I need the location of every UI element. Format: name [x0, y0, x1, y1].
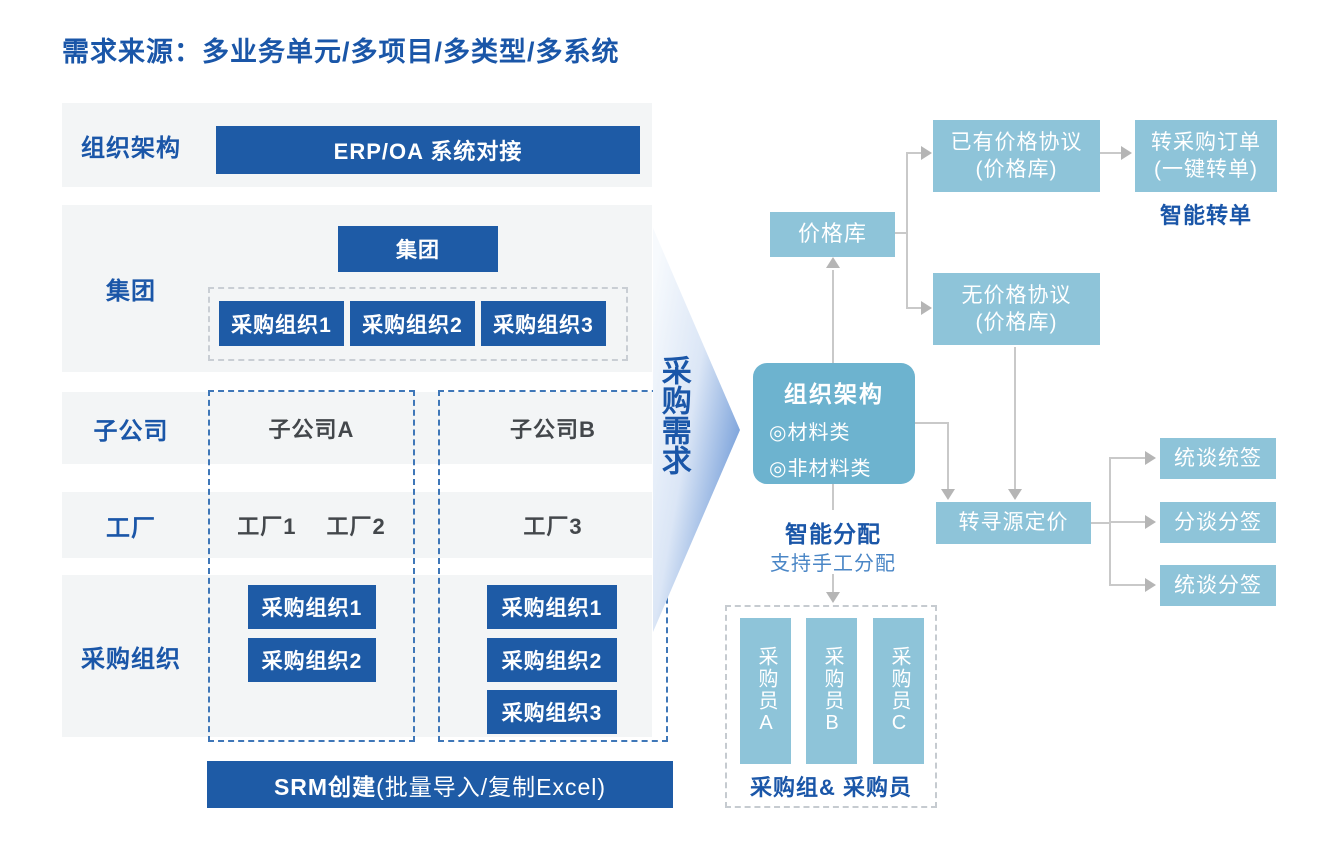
group-org-2: 采购组织2 — [350, 301, 475, 346]
subsidiary-a: 子公司A — [268, 417, 355, 442]
to-po-line2: (一键转单) — [1154, 158, 1258, 181]
group-org-3: 采购组织3 — [481, 301, 606, 346]
connector-org-assign-top — [832, 484, 834, 510]
factory-3: 工厂3 — [523, 514, 583, 539]
sign-mode-2-box: 分谈分签 — [1160, 502, 1276, 543]
sub-b-purchase-org-2: 采购组织2 — [487, 638, 617, 682]
connector-org-to-pricedb — [832, 270, 834, 365]
connector-org-down — [947, 422, 949, 489]
sign-mode-1-box: 统谈统签 — [1160, 438, 1276, 479]
srm-create-bar: SRM创建(批量导入/复制Excel) — [207, 761, 673, 808]
connector-sign-3 — [1109, 584, 1146, 586]
group-orgs-dashed-box — [208, 287, 628, 361]
row-label-org-structure: 组织架构 — [81, 134, 181, 162]
subsidiary-a-dashed-column — [208, 390, 415, 742]
arrowhead-noagree-sourcing — [1008, 489, 1022, 500]
sub-a-purchase-org-1: 采购组织1 — [248, 585, 376, 629]
connector-to-po — [1100, 152, 1122, 154]
row-subsidiary — [62, 392, 652, 464]
subsidiary-b-dashed-column — [438, 390, 668, 742]
to-po-box: 转采购订单 (一键转单) — [1135, 120, 1277, 192]
arrowhead-buyers — [826, 592, 840, 603]
arrowhead-sign-2 — [1145, 515, 1156, 529]
buyer-a-box: 采购员A — [740, 618, 791, 764]
connector-sourcing-out — [1091, 522, 1110, 524]
group-org-1: 采购组织1 — [219, 301, 344, 346]
page-title: 需求来源：多业务单元/多项目/多类型/多系统 — [62, 37, 620, 67]
no-agreement-box: 无价格协议 (价格库) — [933, 273, 1100, 345]
arrowhead-sign-1 — [1145, 451, 1156, 465]
row-label-subsidiary: 子公司 — [93, 417, 169, 445]
group-button: 集团 — [338, 226, 498, 272]
connector-sign-2 — [1109, 521, 1146, 523]
has-agreement-line1: 已有价格协议 — [950, 130, 1083, 154]
sub-a-purchase-org-2: 采购组织2 — [248, 638, 376, 682]
erp-oa-button: ERP/OA 系统对接 — [216, 126, 640, 174]
row-label-purchase-org: 采购组织 — [81, 645, 181, 673]
buyer-c-box: 采购员C — [873, 618, 924, 764]
arrowhead-sign-3 — [1145, 578, 1156, 592]
factory-2: 工厂2 — [326, 514, 386, 539]
demand-arrow-label: 采购需求 — [656, 355, 690, 475]
connector-org-right — [915, 422, 949, 424]
arrowhead-no-agreement — [921, 301, 932, 315]
sub-b-purchase-org-3: 采购组织3 — [487, 690, 617, 734]
manual-assign-label: 支持手工分配 — [770, 553, 896, 575]
smart-assign-label: 智能分配 — [785, 521, 881, 547]
org-structure-title: 组织架构 — [784, 381, 884, 407]
row-factory — [62, 492, 652, 558]
connector-sign-1 — [1109, 457, 1146, 459]
connector-branch-trunk — [906, 153, 908, 309]
factory-group-a: 工厂1 工厂2 — [208, 492, 415, 558]
connector-noagree-to-sourcing — [1014, 347, 1016, 489]
has-agreement-line2: (价格库) — [975, 158, 1058, 181]
srm-create-rest: (批量导入/复制Excel) — [376, 773, 607, 800]
arrowhead-to-po — [1121, 146, 1132, 160]
row-label-group: 集团 — [106, 278, 156, 305]
smart-transfer-label: 智能转单 — [1159, 203, 1252, 228]
connector-org-assign-bottom — [832, 574, 834, 593]
arrowhead-has-agreement — [921, 146, 932, 160]
to-sourcing-box: 转寻源定价 — [936, 502, 1091, 544]
buyer-group-dashed-box — [725, 605, 937, 808]
subsidiary-b: 子公司B — [510, 417, 596, 442]
to-po-line1: 转采购订单 — [1151, 130, 1261, 154]
arrowhead-org-sourcing — [941, 489, 955, 500]
buyer-group-label: 采购组& 采购员 — [749, 775, 912, 800]
connector-to-no-agreement — [906, 307, 922, 309]
arrowhead-up-pricedb — [826, 257, 840, 268]
sub-b-purchase-org-1: 采购组织1 — [487, 585, 617, 629]
row-label-factory: 工厂 — [106, 514, 156, 542]
org-structure-box: 组织架构 ◎材料类 ◎非材料类 — [753, 363, 915, 484]
sign-mode-3-box: 统谈分签 — [1160, 565, 1276, 606]
no-agreement-line1: 无价格协议 — [961, 283, 1072, 307]
no-agreement-line2: (价格库) — [975, 311, 1058, 334]
org-structure-item-nonmaterial: ◎非材料类 — [769, 458, 872, 480]
factory-1: 工厂1 — [237, 514, 297, 539]
org-structure-item-material: ◎材料类 — [769, 422, 851, 444]
price-db-box: 价格库 — [770, 212, 895, 257]
connector-pricedb-out — [895, 232, 907, 234]
buyer-b-box: 采购员B — [806, 618, 857, 764]
srm-create-bold: SRM创建 — [273, 773, 377, 800]
connector-to-has-agreement — [906, 152, 922, 154]
has-agreement-box: 已有价格协议 (价格库) — [933, 120, 1100, 192]
